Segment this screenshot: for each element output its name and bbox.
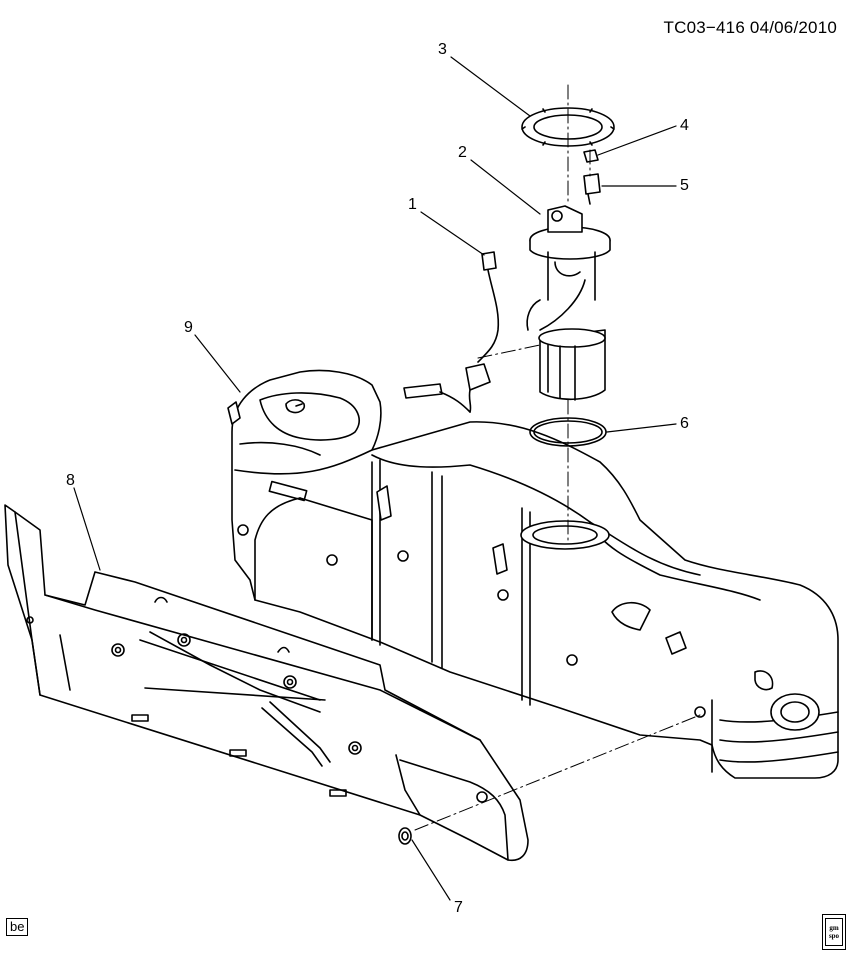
callout-numbers: 1 2 3 4 5 6 7 8 9 bbox=[66, 41, 689, 916]
callout-3: 3 bbox=[438, 41, 447, 58]
callout-2: 2 bbox=[458, 144, 467, 161]
callout-1: 1 bbox=[408, 196, 417, 213]
callout-9: 9 bbox=[184, 319, 193, 336]
callout-8: 8 bbox=[66, 472, 75, 489]
connector-cap-drawing bbox=[583, 149, 599, 163]
alignment-lines bbox=[414, 84, 701, 831]
diagram-corner-label: be bbox=[6, 918, 29, 936]
callout-5: 5 bbox=[680, 177, 689, 194]
fuel-level-sensor-drawing bbox=[403, 251, 500, 413]
logo-line-spo: spo bbox=[828, 932, 840, 940]
fuel-tank-shield-drawing bbox=[4, 504, 529, 862]
grommet-drawing bbox=[398, 827, 412, 845]
leader-lines bbox=[73, 56, 677, 901]
diagram-reference-code: TC03−416 04/06/2010 bbox=[663, 18, 837, 37]
gm-spo-logo: gm spo bbox=[822, 914, 846, 950]
electrical-connector-drawing bbox=[583, 173, 601, 205]
fuel-pump-module-drawing bbox=[526, 205, 611, 401]
callout-4: 4 bbox=[680, 117, 689, 134]
fuel-tank-drawing bbox=[227, 369, 839, 779]
callout-7: 7 bbox=[454, 899, 463, 916]
callout-6: 6 bbox=[680, 415, 689, 432]
logo-line-gm: gm bbox=[829, 924, 839, 932]
